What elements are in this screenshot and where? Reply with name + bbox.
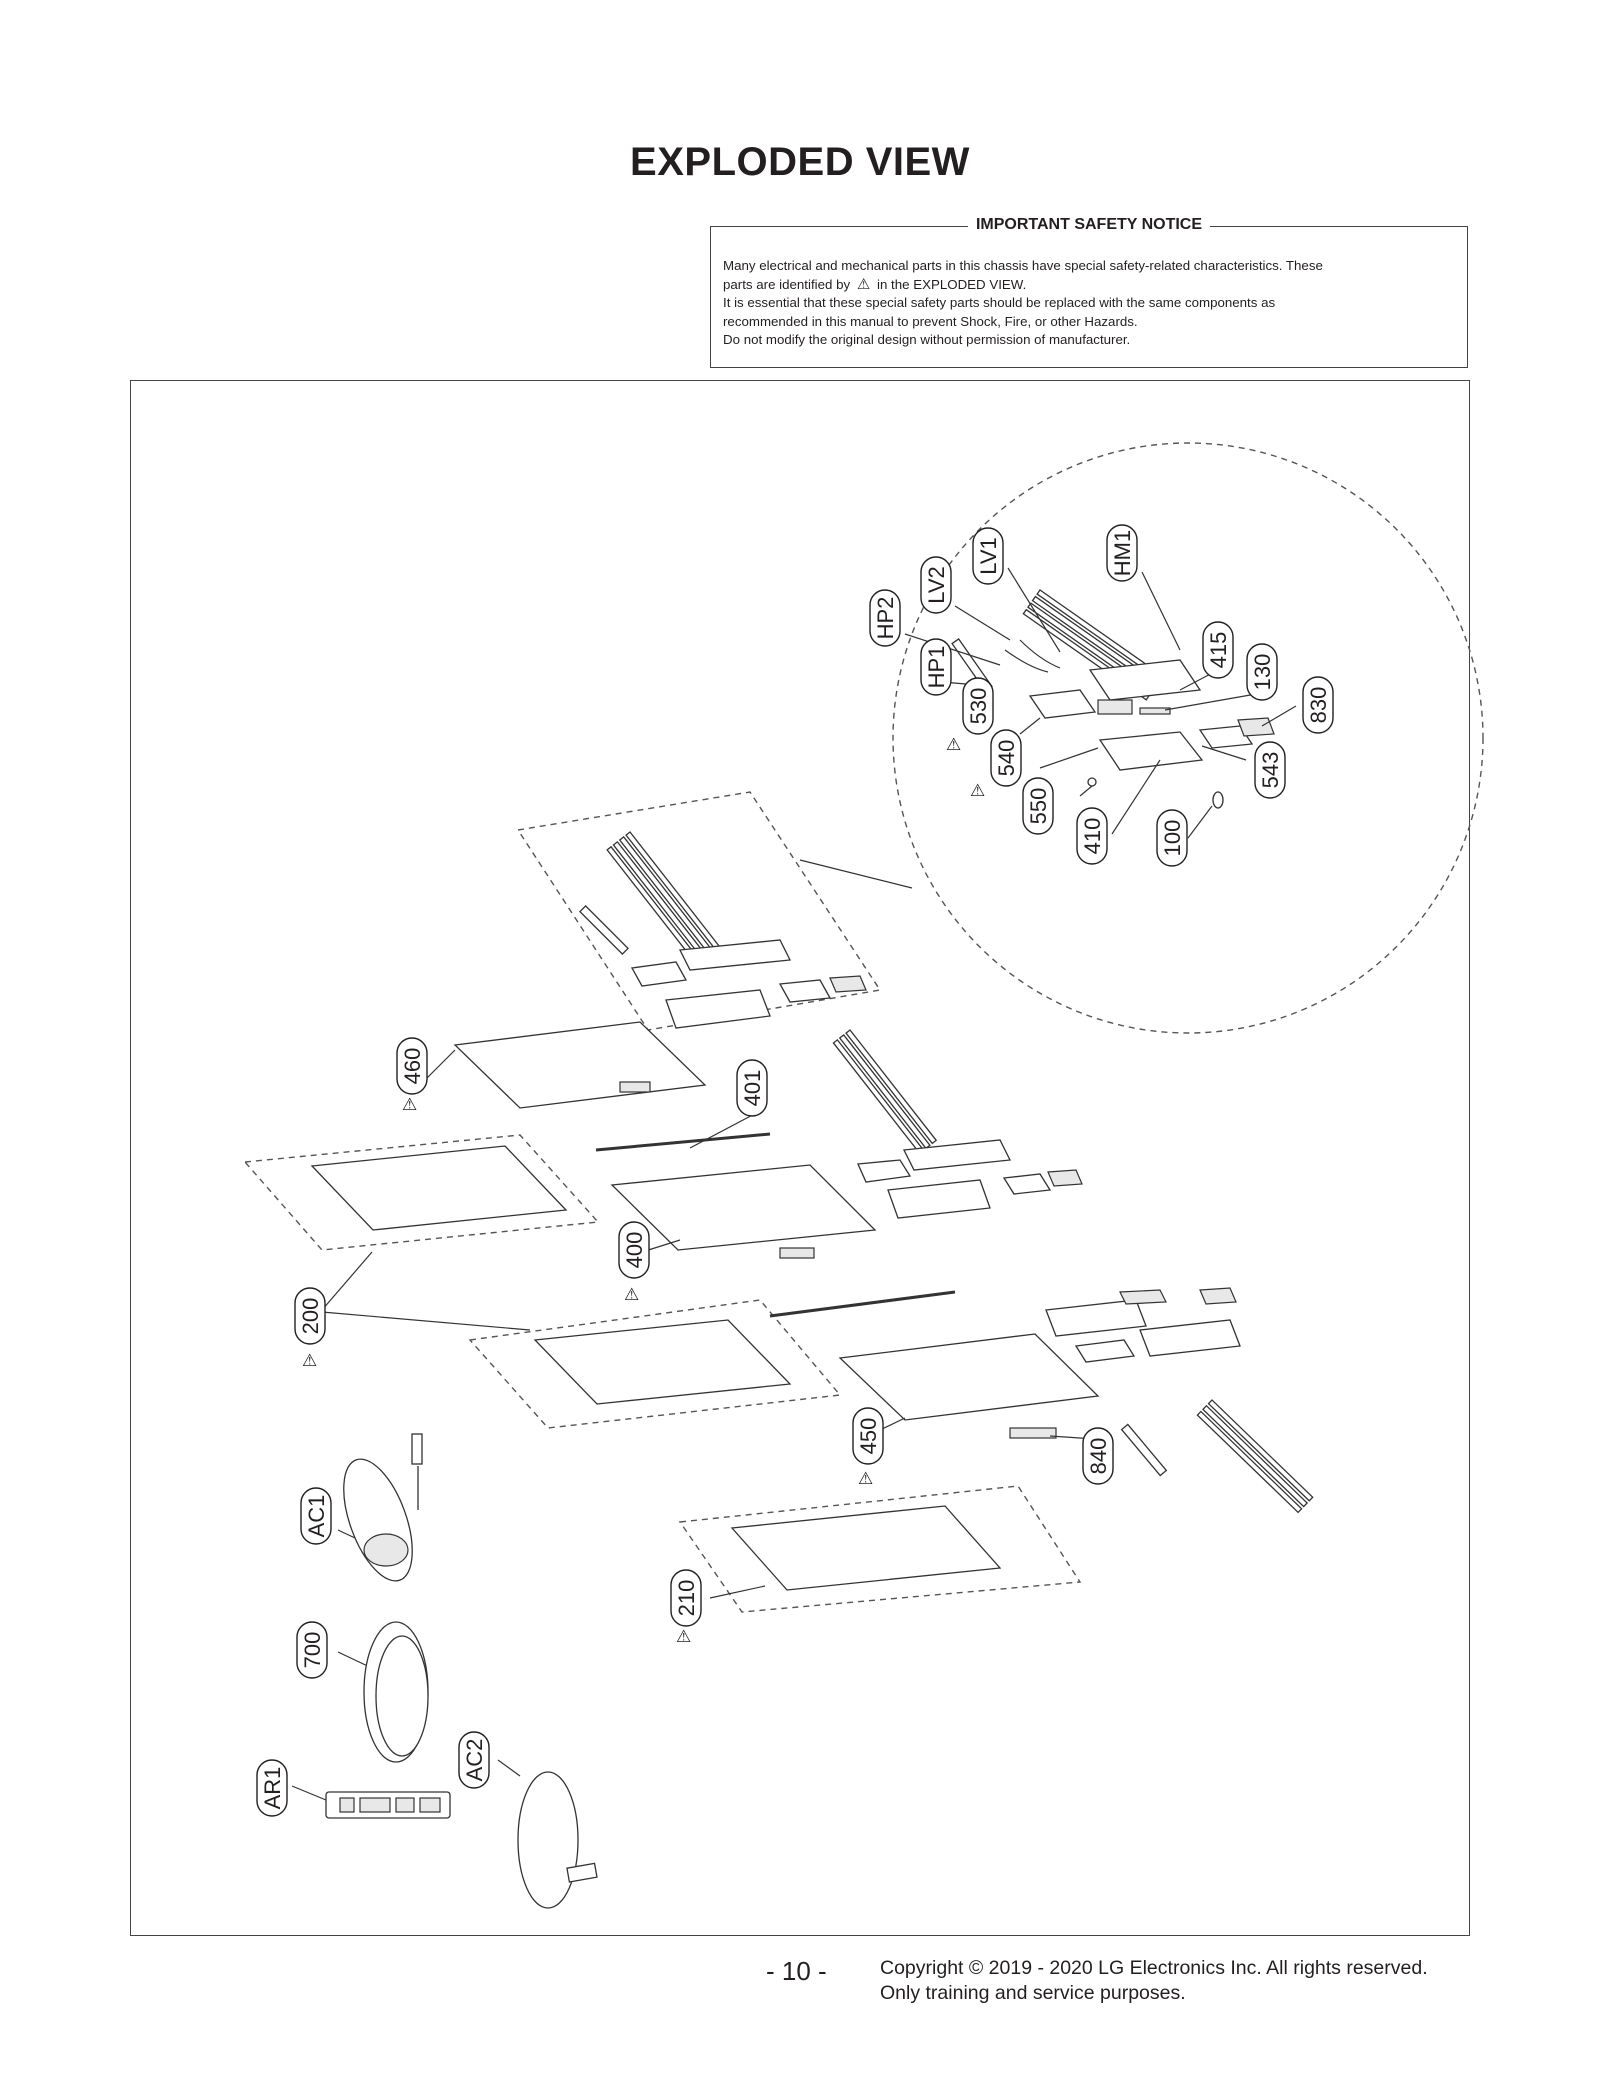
warning-triangle-icon: ⚠: [402, 1095, 417, 1115]
svg-text:HP2: HP2: [873, 597, 898, 640]
svg-text:840: 840: [1086, 1438, 1111, 1475]
label-410: 410: [1076, 807, 1108, 865]
ac1-sensor: [363, 1533, 409, 1567]
svg-text:400: 400: [622, 1232, 647, 1269]
svg-text:415: 415: [1206, 632, 1231, 669]
page-title: EXPLODED VIEW: [630, 140, 970, 184]
warning-triangle-icon: ⚠: [858, 1469, 873, 1489]
label-LV1: LV1: [972, 527, 1004, 585]
label-401: 401: [736, 1059, 768, 1117]
svg-text:410: 410: [1080, 818, 1105, 855]
copyright-line: Copyright © 2019 - 2020 LG Electronics I…: [880, 1957, 1428, 1979]
label-LV2: LV2: [920, 556, 952, 614]
label-700: 700: [296, 1621, 328, 1679]
panel-200-lower-outline: [468, 1299, 842, 1429]
notice-line: Do not modify the original design withou…: [723, 332, 1131, 347]
label-540: 540: [990, 729, 1022, 787]
magnifier-leader: [799, 859, 913, 889]
copyright-line: Only training and service purposes.: [880, 1982, 1186, 2004]
detail-parts: [951, 589, 1275, 809]
exploded-view-diagram-frame: [130, 380, 1470, 1936]
copyright-notice: Copyright © 2019 - 2020 LG Electronics I…: [880, 1956, 1428, 2006]
svg-text:550: 550: [1026, 788, 1051, 825]
page-number: - 10 -: [766, 1956, 827, 1986]
safety-notice-heading: IMPORTANT SAFETY NOTICE: [711, 216, 1467, 234]
back-cover-450: [838, 1333, 1100, 1421]
warning-triangle-icon: ⚠: [946, 735, 961, 755]
accessories: [325, 1433, 598, 1909]
svg-text:450: 450: [856, 1418, 881, 1455]
label-210: 210: [670, 1569, 702, 1627]
label-AR1: AR1: [256, 1759, 288, 1817]
svg-text:AR1: AR1: [260, 1767, 285, 1810]
svg-text:130: 130: [1250, 654, 1275, 691]
svg-text:700: 700: [300, 1632, 325, 1669]
svg-text:530: 530: [966, 688, 991, 725]
notice-line: parts are identified by ⚠ in the EXPLODE…: [723, 275, 1027, 293]
label-840: 840: [1082, 1427, 1114, 1485]
label-450: 450: [852, 1407, 884, 1465]
label-HM1: HM1: [1106, 524, 1138, 582]
label-543: 543: [1254, 741, 1286, 799]
label-550: 550: [1022, 777, 1054, 835]
svg-text:100: 100: [1160, 820, 1185, 857]
detail-magnifier-circle: [892, 442, 1484, 1034]
safety-notice-box: IMPORTANT SAFETY NOTICE Many electrical …: [710, 216, 1468, 368]
notice-line: It is essential that these special safet…: [723, 295, 1276, 310]
board-assembly-parts: [579, 831, 867, 1029]
warning-triangle-icon: ⚠: [856, 275, 871, 293]
label-460: 460: [396, 1037, 428, 1095]
svg-text:AC1: AC1: [304, 1495, 329, 1538]
svg-text:460: 460: [400, 1048, 425, 1085]
safety-warning-marks: ⚠ ⚠ ⚠ ⚠ ⚠ ⚠ ⚠: [302, 735, 985, 1647]
label-AC2: AC2: [458, 1731, 490, 1789]
svg-text:AC2: AC2: [462, 1739, 487, 1782]
svg-text:543: 543: [1258, 752, 1283, 789]
label-830: 830: [1302, 676, 1334, 734]
middle-board-parts: [832, 1029, 1083, 1219]
back-cover-400: [610, 1164, 877, 1251]
svg-text:401: 401: [740, 1070, 765, 1107]
label-130: 130: [1246, 643, 1278, 701]
label-400: 400: [618, 1221, 650, 1279]
lower-board-parts: [1045, 1287, 1314, 1514]
svg-text:HM1: HM1: [1110, 530, 1135, 576]
svg-text:HP1: HP1: [924, 646, 949, 689]
svg-text:200: 200: [298, 1298, 323, 1335]
label-HP2: HP2: [869, 589, 901, 647]
notice-line: recommended in this manual to prevent Sh…: [723, 313, 1138, 329]
safety-notice-text: Many electrical and mechanical parts in …: [723, 257, 1455, 350]
label-AC1: AC1: [300, 1487, 332, 1545]
back-cover-460: [453, 1021, 707, 1109]
label-HP1: HP1: [920, 638, 952, 696]
warning-triangle-icon: ⚠: [676, 1627, 691, 1647]
label-415: 415: [1202, 621, 1234, 679]
svg-text:830: 830: [1306, 687, 1331, 724]
panel-210: [730, 1505, 1002, 1591]
svg-text:210: 210: [674, 1580, 699, 1617]
warning-triangle-icon: ⚠: [302, 1351, 317, 1371]
leader-lines: [291, 567, 1297, 1801]
notice-line: Many electrical and mechanical parts in …: [723, 258, 1323, 273]
label-530: 530: [962, 677, 994, 735]
svg-text:LV2: LV2: [924, 566, 949, 604]
warning-triangle-icon: ⚠: [624, 1285, 639, 1305]
part-labels: HM1 LV1 LV2 HP2 HP1 415 130 830 530 540 …: [256, 524, 1334, 1817]
label-200: 200: [294, 1287, 326, 1345]
panel-200-lower: [533, 1319, 792, 1405]
label-100: 100: [1156, 809, 1188, 867]
svg-text:LV1: LV1: [976, 537, 1001, 575]
panel-200-outline: [243, 1134, 600, 1251]
board-assembly-outline: [516, 791, 882, 1031]
panel-210-outline: [678, 1485, 1082, 1613]
bar-401: [595, 1132, 771, 1152]
svg-text:540: 540: [994, 740, 1019, 777]
warning-triangle-icon: ⚠: [970, 781, 985, 801]
panel-200-top: [310, 1145, 568, 1231]
